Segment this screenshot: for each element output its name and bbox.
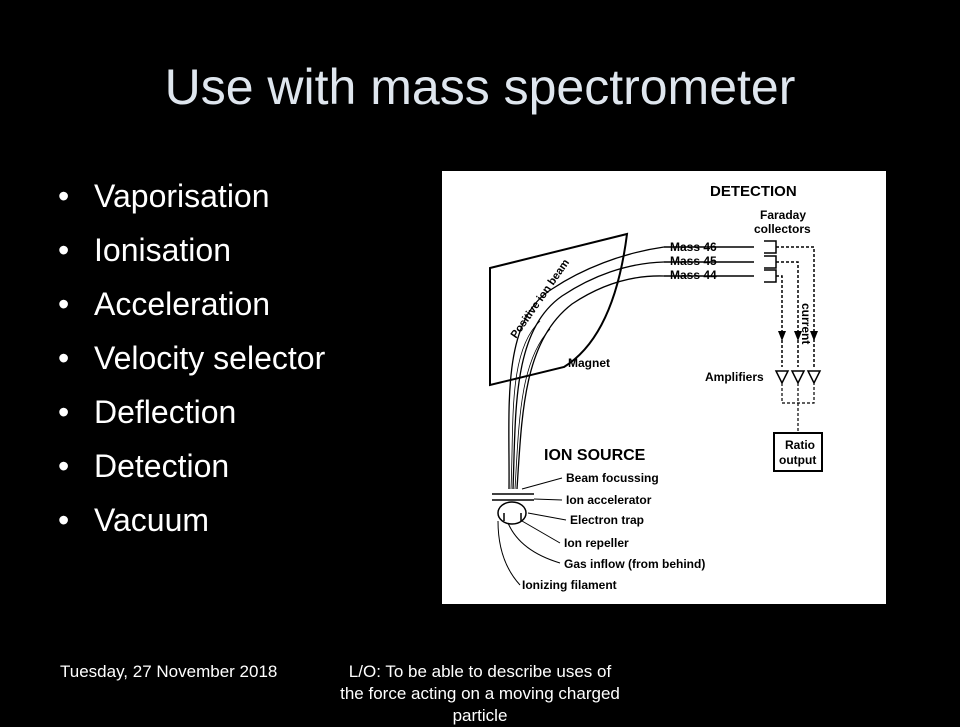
bullet-text: Acceleration: [94, 286, 271, 322]
current-arrows: [778, 331, 818, 341]
ratio-output-box: [773, 432, 823, 472]
label-ion-repeller: Ion repeller: [564, 536, 629, 550]
bullet-text: Detection: [94, 448, 230, 484]
bullet-marker: •: [58, 286, 70, 322]
bullet-marker: •: [58, 394, 70, 430]
bullet-list: •Vaporisation •Ionisation •Acceleration …: [58, 172, 325, 550]
bullet-marker: •: [58, 448, 70, 484]
label-collectors: collectors: [754, 222, 811, 236]
label-ratio: Ratio: [785, 438, 815, 452]
bullet-text: Ionisation: [94, 232, 231, 268]
label-mass-44: Mass 44: [670, 268, 717, 282]
label-ion-beam: Positive ion beam: [509, 257, 573, 341]
label-magnet: Magnet: [568, 356, 610, 370]
label-amplifiers: Amplifiers: [705, 370, 764, 384]
bullet-item: • Vacuum: [58, 496, 325, 550]
bullet-marker: •: [58, 502, 70, 538]
label-gas-inflow: Gas inflow (from behind): [564, 557, 705, 571]
label-ionizing-filament: Ionizing filament: [522, 578, 617, 592]
bullet-item: • Vaporisation: [58, 172, 325, 226]
amplifier-triangles: [774, 370, 822, 385]
ion-beam-paths: [508, 246, 665, 490]
magnet-shape: [489, 232, 629, 387]
footer-learning-objective: L/O: To be able to describe uses of the …: [340, 662, 620, 725]
label-ion-accelerator: Ion accelerator: [566, 493, 652, 507]
label-output: output: [779, 453, 816, 467]
amplifier-outputs: [781, 383, 815, 433]
label-mass-46: Mass 46: [670, 240, 717, 254]
bullet-item: • Deflection: [58, 388, 325, 442]
ion-source-shape: [492, 493, 534, 525]
bullet-item: • Ionisation: [58, 226, 325, 280]
bullet-item: • Velocity selector: [58, 334, 325, 388]
bullet-marker: •: [58, 178, 70, 214]
bullet-item: • Detection: [58, 442, 325, 496]
bullet-text: Vaporisation: [94, 178, 270, 214]
mass-spectrometer-diagram: DETECTION Faraday collectors Mass 46 Mas…: [442, 171, 886, 604]
footer-date: Tuesday, 27 November 2018: [60, 662, 278, 681]
bullet-text: Deflection: [94, 394, 237, 430]
bullet-text: Vacuum: [94, 502, 210, 538]
label-detection: DETECTION: [710, 183, 797, 200]
label-current: current: [799, 303, 813, 344]
ion-source-leaders: [497, 477, 567, 586]
bullet-marker: •: [58, 232, 70, 268]
bullet-text: Velocity selector: [94, 340, 326, 376]
label-ion-source: ION SOURCE: [544, 447, 646, 464]
slide-title: Use with mass spectrometer: [164, 59, 796, 115]
bullet-item: • Acceleration: [58, 280, 325, 334]
label-beam-focussing: Beam focussing: [566, 471, 659, 485]
label-faraday: Faraday: [760, 208, 806, 222]
label-electron-trap: Electron trap: [570, 513, 644, 527]
bullet-marker: •: [58, 340, 70, 376]
label-mass-45: Mass 45: [670, 254, 717, 268]
